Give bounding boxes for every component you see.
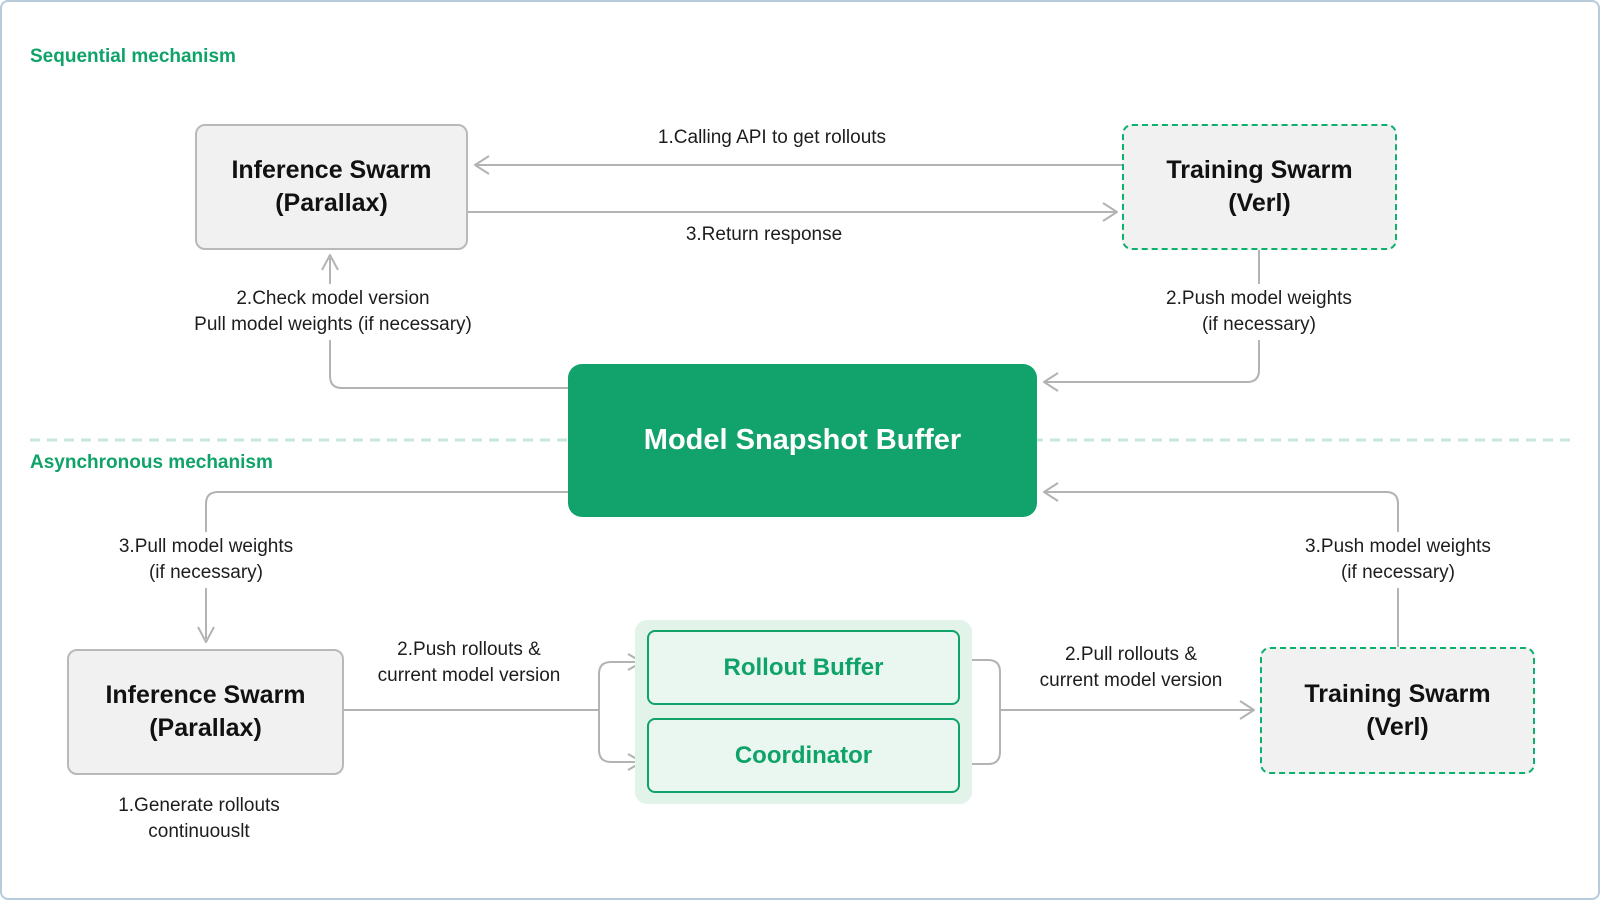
node-inference-swarm-asynchronous: Inference Swarm (Parallax) — [67, 649, 344, 775]
node-title: Coordinator — [734, 741, 873, 769]
edge-label-calling-api: 1.Calling API to get rollouts — [651, 123, 893, 153]
node-coordinator: Coordinator — [647, 718, 960, 793]
arrow-check-model-version — [321, 254, 568, 389]
node-title: Inference Swarm — [231, 156, 432, 184]
node-title: Rollout Buffer — [723, 653, 884, 681]
node-subtitle: (Parallax) — [149, 714, 262, 742]
arrow-pull-rollouts — [960, 659, 1255, 765]
edge-label-push-model-weights-seq: 2.Push model weights (if necessary) — [1160, 284, 1358, 340]
edge-label-pull-model-weights-async: 3.Pull model weights (if necessary) — [112, 532, 300, 588]
edge-label-pull-rollouts: 2.Pull rollouts & current model version — [1033, 640, 1229, 696]
arrow-pull-model-weights-async — [197, 491, 568, 643]
arrow-push-model-weights-seq — [1043, 250, 1260, 392]
section-title-sequential: Sequential mechanism — [30, 46, 236, 67]
node-title: Model Snapshot Buffer — [643, 424, 962, 456]
node-title: Training Swarm — [1166, 156, 1353, 184]
arrow-push-rollouts — [344, 653, 643, 771]
edge-label-push-model-weights-async: 3.Push model weights (if necessary) — [1299, 532, 1497, 588]
node-title: Inference Swarm — [105, 681, 306, 709]
edge-label-check-model-version: 2.Check model version Pull model weights… — [188, 284, 478, 340]
section-title-asynchronous: Asynchronous mechanism — [30, 452, 273, 473]
node-training-swarm-asynchronous: Training Swarm (Verl) — [1260, 647, 1535, 774]
edge-label-return-response: 3.Return response — [679, 220, 849, 250]
node-training-swarm-sequential: Training Swarm (Verl) — [1122, 124, 1397, 250]
node-model-snapshot-buffer: Model Snapshot Buffer — [568, 364, 1037, 517]
node-title: Training Swarm — [1304, 679, 1491, 708]
node-subtitle: (Verl) — [1366, 712, 1429, 741]
node-rollout-buffer: Rollout Buffer — [647, 630, 960, 705]
node-inference-swarm-sequential: Inference Swarm (Parallax) — [195, 124, 468, 250]
arrow-calling-api — [474, 155, 1122, 175]
arrow-push-model-weights-async — [1043, 482, 1399, 647]
edge-label-push-rollouts: 2.Push rollouts & current model version — [371, 635, 567, 691]
edge-label-generate-rollouts: 1.Generate rollouts continuouslt — [118, 795, 280, 842]
arrow-return-response — [468, 202, 1118, 222]
node-subtitle: (Verl) — [1228, 189, 1291, 217]
node-subtitle: (Parallax) — [275, 189, 388, 217]
